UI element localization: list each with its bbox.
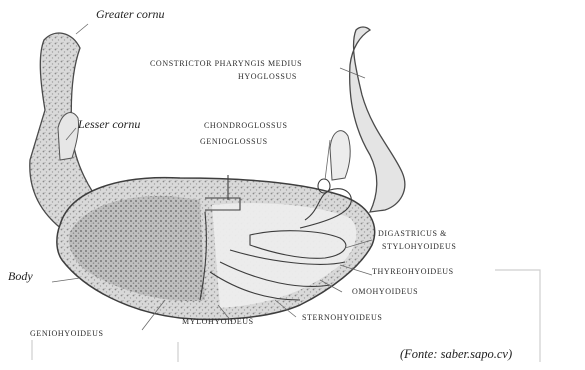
label-body: Body	[8, 270, 33, 282]
label-greater-cornu: Greater cornu	[96, 8, 165, 20]
label-mylohyoideus: Mylohyoideus	[182, 318, 254, 326]
label-genioglossus: Genioglossus	[200, 138, 268, 146]
label-sternohyoideus: Sternohyoideus	[302, 314, 382, 322]
right-greater-cornu	[350, 27, 405, 212]
label-lesser-cornu: Lesser cornu	[78, 118, 140, 130]
label-digastricus-line2: Stylohyoideus	[382, 243, 456, 251]
right-lesser-cornu	[330, 131, 350, 180]
source-caption: (Fonte: saber.sapo.cv)	[400, 348, 512, 361]
label-digastricus-line1: Digastricus &	[378, 230, 447, 238]
label-omohyoideus: Omohyoideus	[352, 288, 418, 296]
label-hyoglossus: Hyoglossus	[238, 73, 297, 81]
label-thyreohyoideus: Thyreohyoideus	[372, 268, 454, 276]
label-geniohyoideus: Geniohyoideus	[30, 330, 104, 338]
label-constrictor: Constrictor Pharyngis Medius	[150, 60, 302, 68]
label-chondroglossus: Chondroglossus	[204, 122, 288, 130]
